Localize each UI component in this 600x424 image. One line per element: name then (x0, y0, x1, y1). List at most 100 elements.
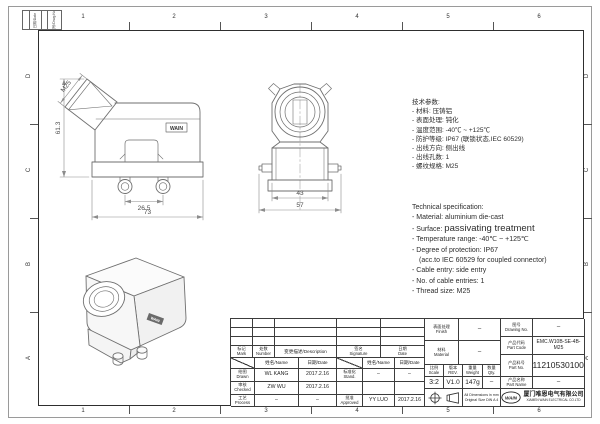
grid-col-label: 1 (81, 14, 85, 20)
grid-row-label: D (26, 73, 33, 79)
spec-en-temp: - Temperature range: -40℃ ~ +125℃ (412, 236, 529, 244)
revision-empty-cell (275, 319, 337, 328)
checked-name: ZW WU (267, 384, 286, 391)
number-label-zh: 处数 (259, 346, 268, 351)
front-view-dimensions: 61.3 M25 26.5 73 (55, 73, 204, 221)
dimension-note-cell: All Dimensions in mm Original Size DIN A… (463, 389, 501, 407)
weight-label-en: Weight (466, 369, 479, 375)
revision-empty-cell (253, 328, 275, 337)
spec-zh-line: - 出线孔数: 1 (412, 154, 450, 162)
part-name-value: – (556, 379, 561, 386)
name-sub-label: 姓名/Name (367, 360, 390, 366)
part-no-value-cell: 1112105301002 (533, 355, 585, 377)
grid-col-label: 6 (537, 408, 541, 414)
date-label-zh: 日期 (398, 346, 407, 351)
scale-value: 3:2 (429, 378, 439, 386)
isometric-view: WAIN (82, 257, 187, 366)
stand-date-cell: – (395, 369, 425, 382)
spec-en-surface-value: passivating treatment (444, 222, 535, 234)
grid-row-label: C (26, 167, 33, 173)
spec-en-protection2: (acc.to IEC 60529 for coupled connector) (419, 257, 547, 265)
revision-empty-cell (253, 337, 275, 346)
revision-header-signature: 签名 Signature (337, 346, 381, 358)
grid-tick (30, 218, 38, 219)
revision-header-description: 变更描述/Description (275, 346, 337, 358)
revision-header-date: 日期 Date (381, 346, 425, 358)
diagonal-cell (231, 358, 255, 369)
material-value: – (477, 349, 482, 356)
drawn-name: WL KANG (264, 371, 289, 378)
mark-label-en: Mark (236, 350, 247, 356)
revision-empty-cell (337, 328, 381, 337)
corner-drawingno-label: 图号/Drwg.No. (52, 11, 56, 29)
revision-empty-cell (337, 319, 381, 328)
part-no-label-en: Part No. (508, 364, 525, 370)
grid-col-label: 5 (446, 14, 450, 20)
revision-empty-cell (231, 328, 253, 337)
process-label-en: Process (234, 399, 251, 405)
revision-empty-cell (381, 319, 425, 328)
drawn-role-cell: 绘图 Drawn (231, 369, 255, 382)
part-code-value: EMC.W10B-SE-4B-M25 (536, 338, 581, 351)
weight-value-cell: 147g (463, 377, 483, 389)
scale-label-en: Scale (428, 369, 440, 375)
material-label-cell: 材料 Material (425, 341, 459, 365)
process-name: – (275, 396, 278, 403)
diagonal-cell (337, 358, 363, 369)
part-no-value: 1112105301002 (533, 359, 584, 370)
part-no-label-zh: 产品料号 (508, 359, 525, 365)
grid-tick (311, 22, 312, 30)
signature-label-en: Signature (349, 350, 368, 356)
material-label-en: Material (434, 351, 449, 357)
checked-date: 2017.2.16 (305, 384, 330, 391)
dim-side-overall: 57 (296, 202, 304, 209)
finish-value-cell: – (459, 319, 501, 341)
corner-cell (23, 11, 30, 29)
grid-tick (584, 124, 592, 125)
front-view: WAIN (64, 78, 204, 194)
corner-reference-table: 日期/Date 图号/Drwg.No. (22, 10, 62, 30)
corner-drawingno-cell: 图号/Drwg.No. (48, 11, 61, 29)
dim-front-height: 61.3 (55, 121, 62, 134)
rev-label-cell: 版本 REV. (444, 365, 463, 377)
scale-value-cell: 3:2 (425, 377, 444, 389)
date-label-en: Date (398, 350, 407, 356)
date-sub-label: 日期/Date (399, 360, 420, 366)
process-date-cell: – (299, 395, 337, 407)
part-name-label-cell: 产品名称 Part Name (501, 377, 533, 389)
revision-header-number: 处数 Number (253, 346, 275, 358)
wain-logo: WAIN (501, 391, 522, 404)
drawn-name-cell: WL KANG (255, 369, 299, 382)
qty-label-en: Qty. (487, 369, 496, 375)
process-role-cell: 工艺 Process (231, 395, 255, 407)
brand-label-iso: WAIN (150, 316, 161, 323)
name-sub-label: 姓名/Name (265, 360, 288, 366)
part-name-value-cell: – (533, 377, 585, 389)
grid-col-label: 2 (172, 14, 176, 20)
grid-tick (493, 406, 494, 414)
finish-label-zh: 表面处理 (433, 323, 450, 329)
checked-date-cell: 2017.2.16 (299, 382, 337, 395)
dim-front-thread: M25 (60, 79, 74, 94)
weight-value: 147g (465, 378, 480, 386)
company-cell: WAIN 厦门唯恩电气有限公司 XIAMEN WAIN ELECTRICAL C… (501, 389, 585, 407)
grid-tick (402, 406, 403, 414)
grid-col-label: 2 (172, 408, 176, 414)
spec-en-surface-prefix: - Surface: (412, 225, 445, 233)
approved-label-en: Approved (340, 399, 359, 405)
grid-col-label: 3 (264, 14, 268, 20)
revision-empty-cell (231, 337, 253, 346)
qty-label-cell: 数量 Qty. (483, 365, 501, 377)
grid-tick (129, 22, 130, 30)
drawing-no-label-cell: 图号 Drawing No. (501, 319, 533, 337)
company-name-en: XIAMEN WAIN ELECTRICAL CO.LTD (526, 398, 581, 403)
side-view (258, 83, 342, 213)
spec-zh-line: - 出线方向: 侧出线 (412, 145, 466, 153)
finish-value: – (477, 326, 482, 333)
spec-en-title: Technical specification: (412, 204, 484, 211)
stand-date: – (408, 371, 411, 378)
revision-empty-cell (275, 337, 337, 346)
part-code-label-zh: 产品代码 (508, 339, 525, 345)
drawing-no-label-en: Drawing No. (504, 326, 529, 332)
